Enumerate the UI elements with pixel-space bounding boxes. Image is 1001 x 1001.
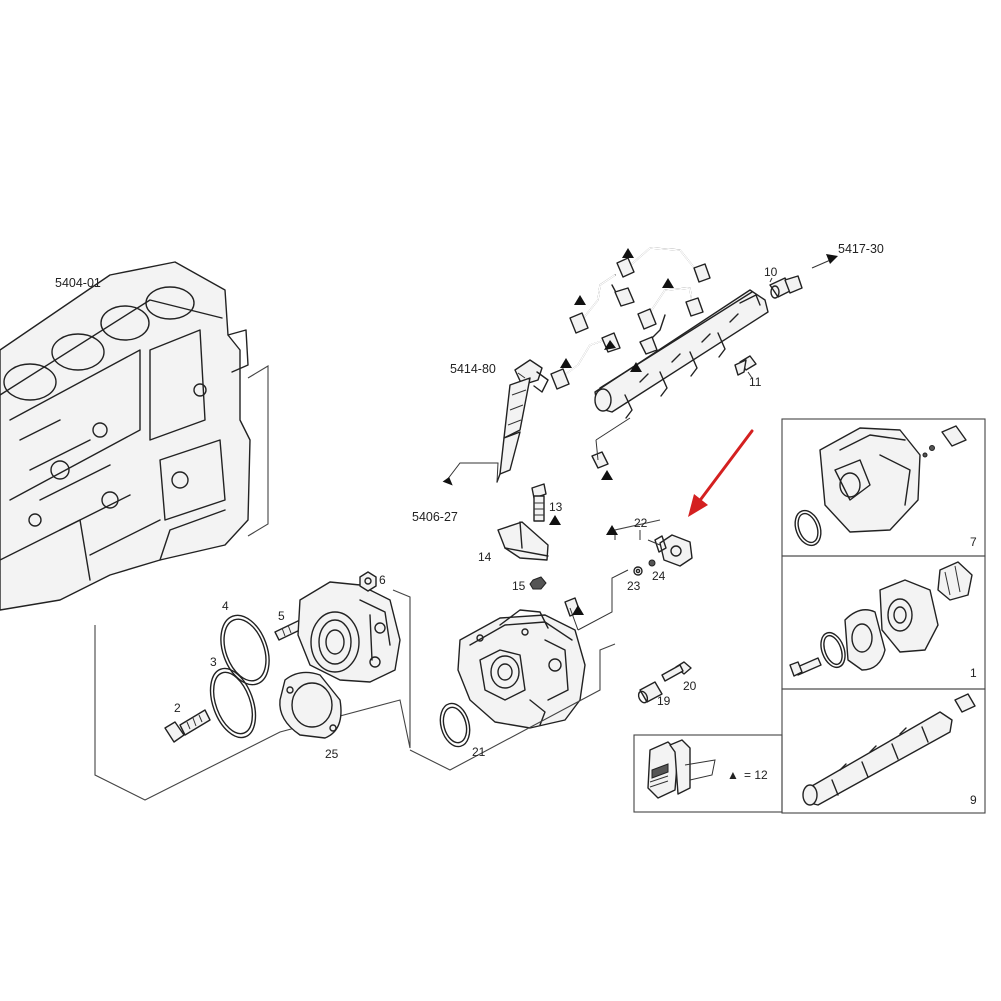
high-pressure-lines — [550, 247, 711, 390]
callout-24: 24 — [652, 569, 666, 583]
washer-23 — [633, 566, 643, 576]
triangle-markers — [549, 248, 674, 615]
pump-housing — [297, 581, 401, 683]
callout-4: 4 — [222, 599, 229, 613]
bolt-2 — [164, 709, 211, 743]
pin-19 — [637, 681, 663, 704]
engine-frame — [247, 365, 269, 537]
callout-2: 2 — [174, 701, 181, 715]
valve-10 — [769, 275, 803, 299]
legend-equals: = 12 — [744, 768, 768, 782]
bolt-13 — [531, 483, 547, 522]
ref-engine-block: 5404-01 — [55, 276, 101, 290]
kit-box-9 — [781, 688, 986, 814]
callout-11: 11 — [749, 375, 762, 389]
ref-downstream-left: 5406-27 — [412, 510, 458, 524]
o-ring-3 — [209, 667, 257, 739]
o-ring-21 — [439, 702, 471, 748]
leader-lines — [446, 257, 836, 631]
callout-15: 15 — [512, 579, 526, 593]
return-pipe — [564, 451, 614, 617]
pressure-sensor-22 — [654, 534, 693, 567]
ref-downstream-right: 5417-30 — [838, 242, 884, 256]
callout-7: 7 — [970, 535, 977, 549]
bolt-11 — [734, 355, 757, 376]
callout-5: 5 — [278, 609, 285, 623]
callout-23: 23 — [627, 579, 641, 593]
fuel-rail — [594, 289, 769, 419]
callout-3: 3 — [210, 655, 217, 669]
callout-22: 22 — [634, 516, 648, 530]
highlight-arrow — [688, 429, 754, 517]
bolt-20 — [661, 661, 692, 682]
callout-14: 14 — [478, 550, 492, 564]
callout-21: 21 — [472, 745, 486, 759]
engine-block — [0, 261, 251, 611]
injector — [496, 359, 549, 483]
nut-15 — [529, 576, 547, 590]
ref-injector-group: 5414-80 — [450, 362, 496, 376]
callout-9: 9 — [970, 793, 977, 807]
legend-triangle: ▲ — [727, 768, 739, 782]
nut-6 — [359, 571, 377, 592]
ring-24 — [648, 559, 656, 567]
o-ring-4 — [220, 614, 270, 686]
callout-19: 19 — [657, 694, 671, 708]
kit-box-1 — [781, 555, 986, 690]
callout-1: 1 — [970, 666, 977, 680]
callout-20: 20 — [683, 679, 697, 693]
gasket-25 — [279, 671, 342, 739]
high-pressure-pump — [457, 609, 586, 729]
bracket-14 — [497, 521, 549, 561]
callout-10: 10 — [764, 265, 778, 279]
kit-box-7 — [781, 418, 986, 557]
callout-6: 6 — [379, 573, 386, 587]
callout-13: 13 — [549, 500, 563, 514]
legend-box — [633, 734, 783, 813]
callout-25: 25 — [325, 747, 339, 761]
